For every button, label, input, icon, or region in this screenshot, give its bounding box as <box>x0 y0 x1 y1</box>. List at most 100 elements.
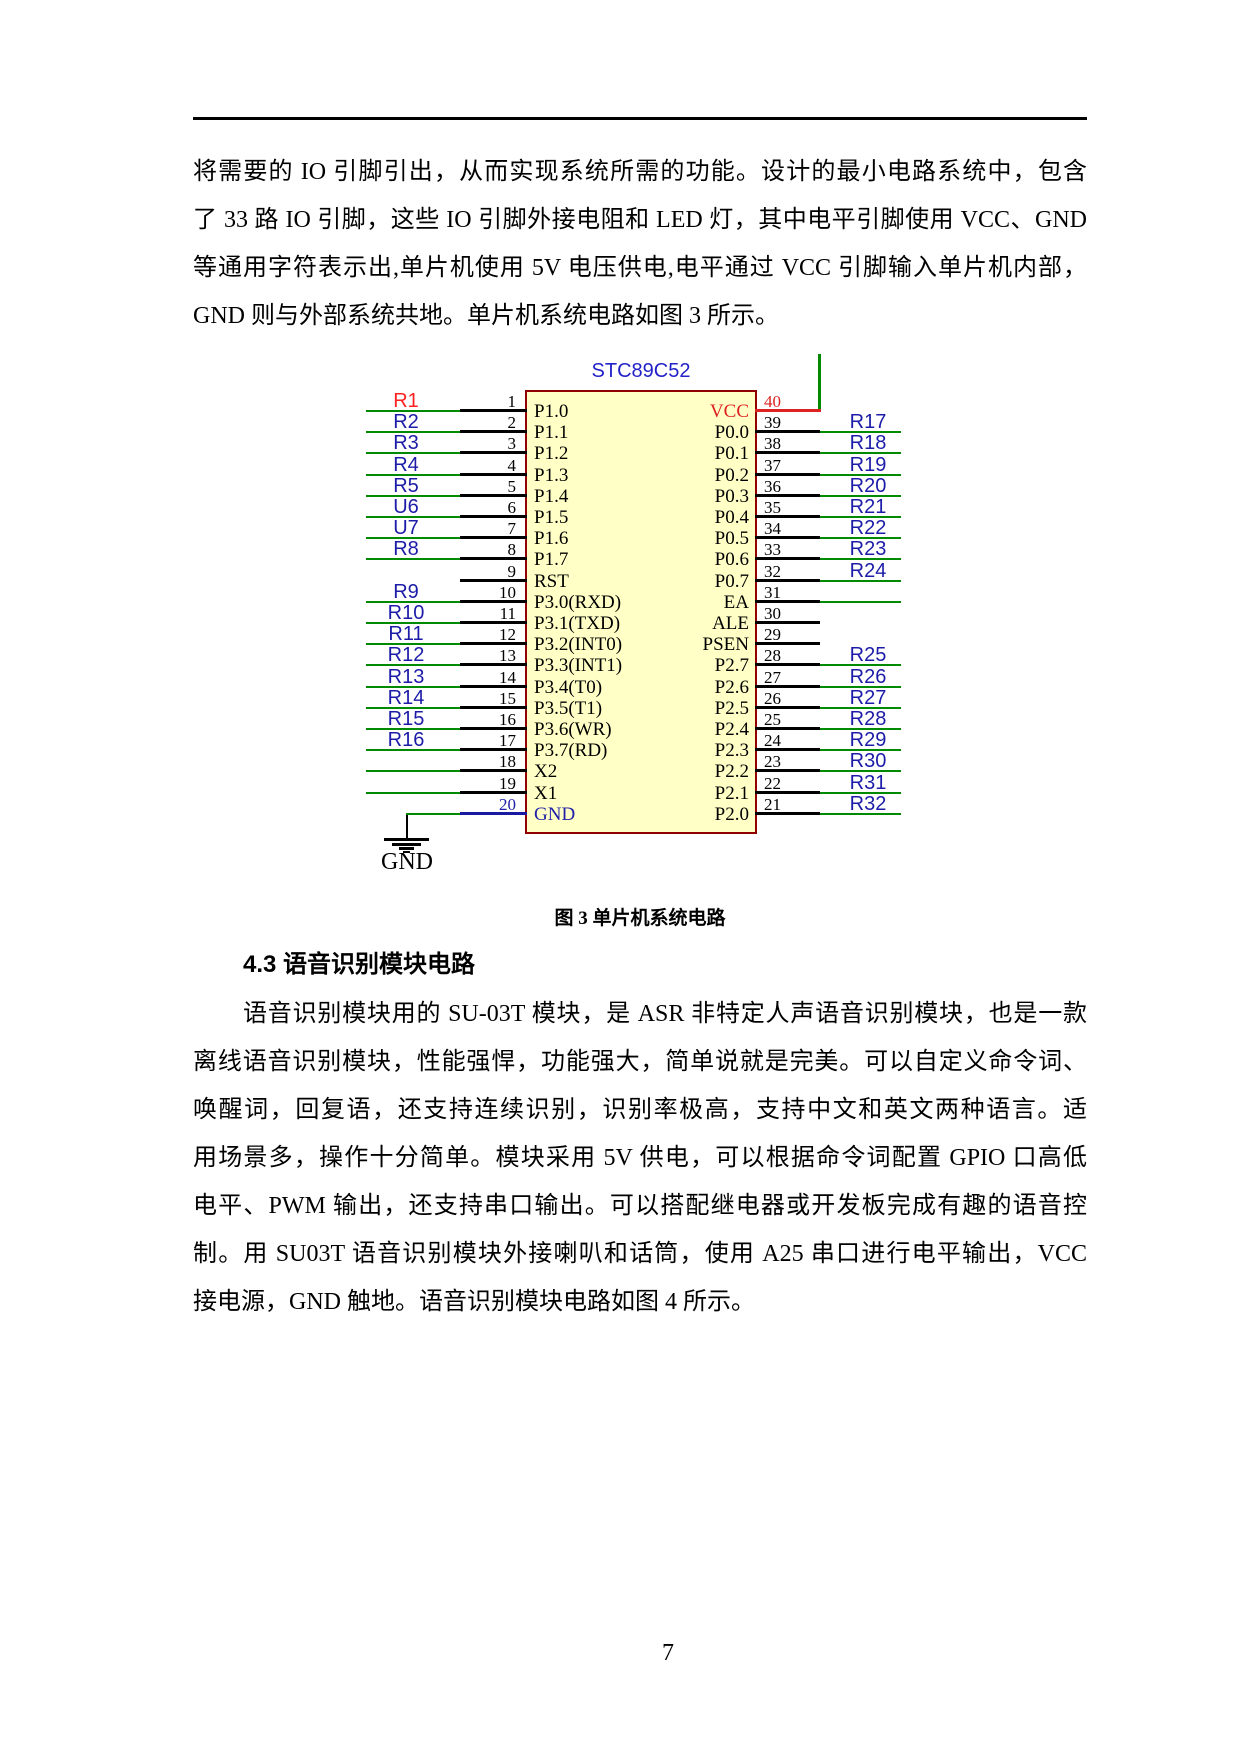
pin-wire-green <box>366 410 462 412</box>
pin-number: 23 <box>764 752 781 771</box>
pin-wire-stub <box>460 536 527 539</box>
pin-wire-stub <box>460 494 527 497</box>
pin-name: P2.0 <box>714 804 749 825</box>
pin-wire-green <box>820 537 901 539</box>
pin-wire-stub <box>460 727 527 730</box>
pin-number: 40 <box>764 392 781 411</box>
pin-name: P3.5(T1) <box>534 698 603 719</box>
paragraph-1: 将需要的 IO 引脚引出，从而实现系统所需的功能。设计的最小电路系统中，包含 了… <box>193 148 1087 340</box>
pin-number: 12 <box>499 625 516 644</box>
pin-wire-green <box>366 452 462 454</box>
pin-wire-stub <box>755 727 820 730</box>
pin-number: 14 <box>499 668 516 687</box>
pin-name: P2.1 <box>714 783 749 804</box>
pin-name: X1 <box>534 783 558 804</box>
pin-name: P2.4 <box>714 719 749 740</box>
pin-wire-stub <box>460 557 527 560</box>
pin-ext-label: R10 <box>387 602 425 624</box>
pin-number: 30 <box>764 604 781 623</box>
pin-name: P0.5 <box>714 528 749 549</box>
pin-wire-stub <box>755 642 820 645</box>
pin-wire-green <box>820 558 901 560</box>
pin-wire-stub <box>755 536 820 539</box>
text-line: 唤醒词，回复语，还支持连续识别，识别率极高，支持中文和英文两种语言。适 <box>193 1097 1087 1123</box>
pin-wire-green <box>366 537 462 539</box>
pin-name: EA <box>723 592 749 613</box>
pin-number: 7 <box>507 519 517 538</box>
pin-ext-label: R9 <box>393 581 419 603</box>
pin-ext-label: R32 <box>849 793 887 815</box>
pin-number: 34 <box>764 519 781 538</box>
text-line: 等通用字符表示出,单片机使用 5V 电压供电,电平通过 VCC 引脚输入单片机内… <box>193 255 1087 281</box>
pin-name: P3.6(WR) <box>534 719 612 740</box>
pin-number: 35 <box>764 498 781 517</box>
pin-number: 13 <box>499 646 516 665</box>
pin-wire-stub <box>460 812 527 815</box>
text-line: GND 则与外部系统共地。单片机系统电路如图 3 所示。 <box>193 303 779 329</box>
pin-ext-label: R4 <box>393 454 419 476</box>
pin-number: 28 <box>764 646 781 665</box>
pin-ext-label: U7 <box>393 517 419 539</box>
pin-number: 24 <box>764 731 781 750</box>
pin-wire-green <box>366 770 462 772</box>
pin-number: 37 <box>764 456 781 475</box>
pin-number: 31 <box>764 583 781 602</box>
pin-number: 21 <box>764 795 781 814</box>
pin-ext-label: R16 <box>387 729 425 751</box>
pin-wire-stub <box>755 663 820 666</box>
pin-number: 38 <box>764 434 781 453</box>
pin-ext-label: R24 <box>849 560 887 582</box>
pin-name: X2 <box>534 761 558 782</box>
pin-name: P1.1 <box>534 422 569 443</box>
pin-ext-label: R3 <box>393 432 419 454</box>
pin-ext-label: R20 <box>849 475 887 497</box>
text-line: 制。用 SU03T 语音识别模块外接喇叭和话筒，使用 A25 串口进行电平输出，… <box>193 1241 1087 1267</box>
pin-number: 6 <box>507 498 517 517</box>
pin-wire-stub <box>755 494 820 497</box>
pin-wire-green <box>820 792 901 794</box>
pin-ext-label: R1 <box>393 390 419 412</box>
header-rule <box>193 117 1087 120</box>
pin-number: 11 <box>499 604 516 623</box>
pin-ext-label: R13 <box>387 666 425 688</box>
gnd-symbol-label: GND <box>381 849 433 875</box>
pin-number: 32 <box>764 562 781 581</box>
pin-number: 3 <box>507 434 517 453</box>
pin-name: P2.2 <box>714 761 749 782</box>
pin-wire-green <box>366 516 462 518</box>
pin-name: P2.5 <box>714 698 749 719</box>
pin-wire-stub <box>460 791 527 794</box>
pin-ext-label: R30 <box>849 750 887 772</box>
pin-name: VCC <box>709 401 749 422</box>
pin-wire-green <box>820 431 901 433</box>
pin-name: P3.0(RXD) <box>534 592 622 613</box>
pin-wire-stub <box>755 621 820 624</box>
pin-ext-label: R22 <box>849 517 887 539</box>
pin-name: P0.3 <box>714 486 749 507</box>
pin-number: 4 <box>507 456 517 475</box>
pin-number: 2 <box>507 413 517 432</box>
pin-name: P1.4 <box>534 486 569 507</box>
pin-wire-green <box>366 749 462 751</box>
pin-ext-label: R21 <box>849 496 887 518</box>
pin-ext-label: R19 <box>849 454 887 476</box>
gnd-wire <box>406 813 408 839</box>
pin-ext-label: R5 <box>393 475 419 497</box>
pin-number: 36 <box>764 477 781 496</box>
pin-ext-label: R11 <box>388 623 424 645</box>
pin-name: P0.7 <box>714 571 749 592</box>
pin-wire-green <box>820 728 901 730</box>
pin-ext-label: R14 <box>387 687 425 709</box>
pin-wire-green <box>366 728 462 730</box>
pin-name: P3.7(RD) <box>534 740 608 761</box>
pin-ext-label: R28 <box>849 708 887 730</box>
pin-wire-green <box>366 792 462 794</box>
pin-wire-stub <box>460 451 527 454</box>
figure-caption: 图 3 单片机系统电路 <box>554 908 726 929</box>
pin-wire-stub <box>755 706 820 709</box>
pin-wire-green <box>366 664 462 666</box>
pin-name: P0.0 <box>714 422 749 443</box>
pin-number: 22 <box>764 774 781 793</box>
pin-number: 10 <box>499 583 516 602</box>
pin-number: 39 <box>764 413 781 432</box>
